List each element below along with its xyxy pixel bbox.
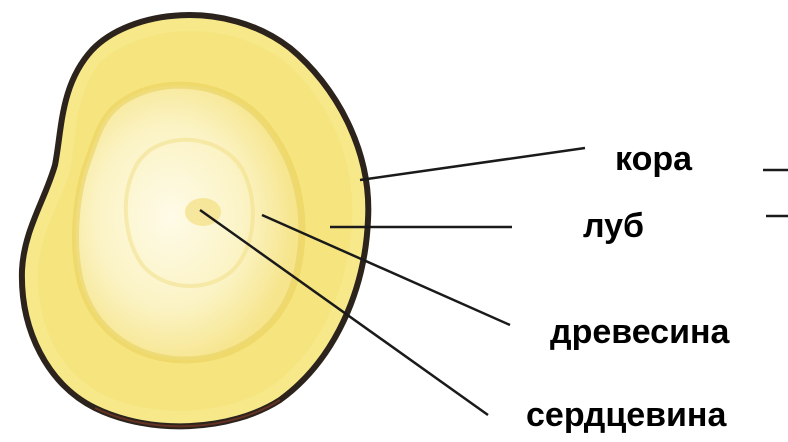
leader-line-bark — [360, 148, 585, 180]
label-wood: древесина — [550, 315, 729, 349]
label-pith: сердцевина — [526, 398, 726, 432]
label-bast: луб — [583, 209, 644, 243]
label-bark: кора — [615, 142, 692, 176]
